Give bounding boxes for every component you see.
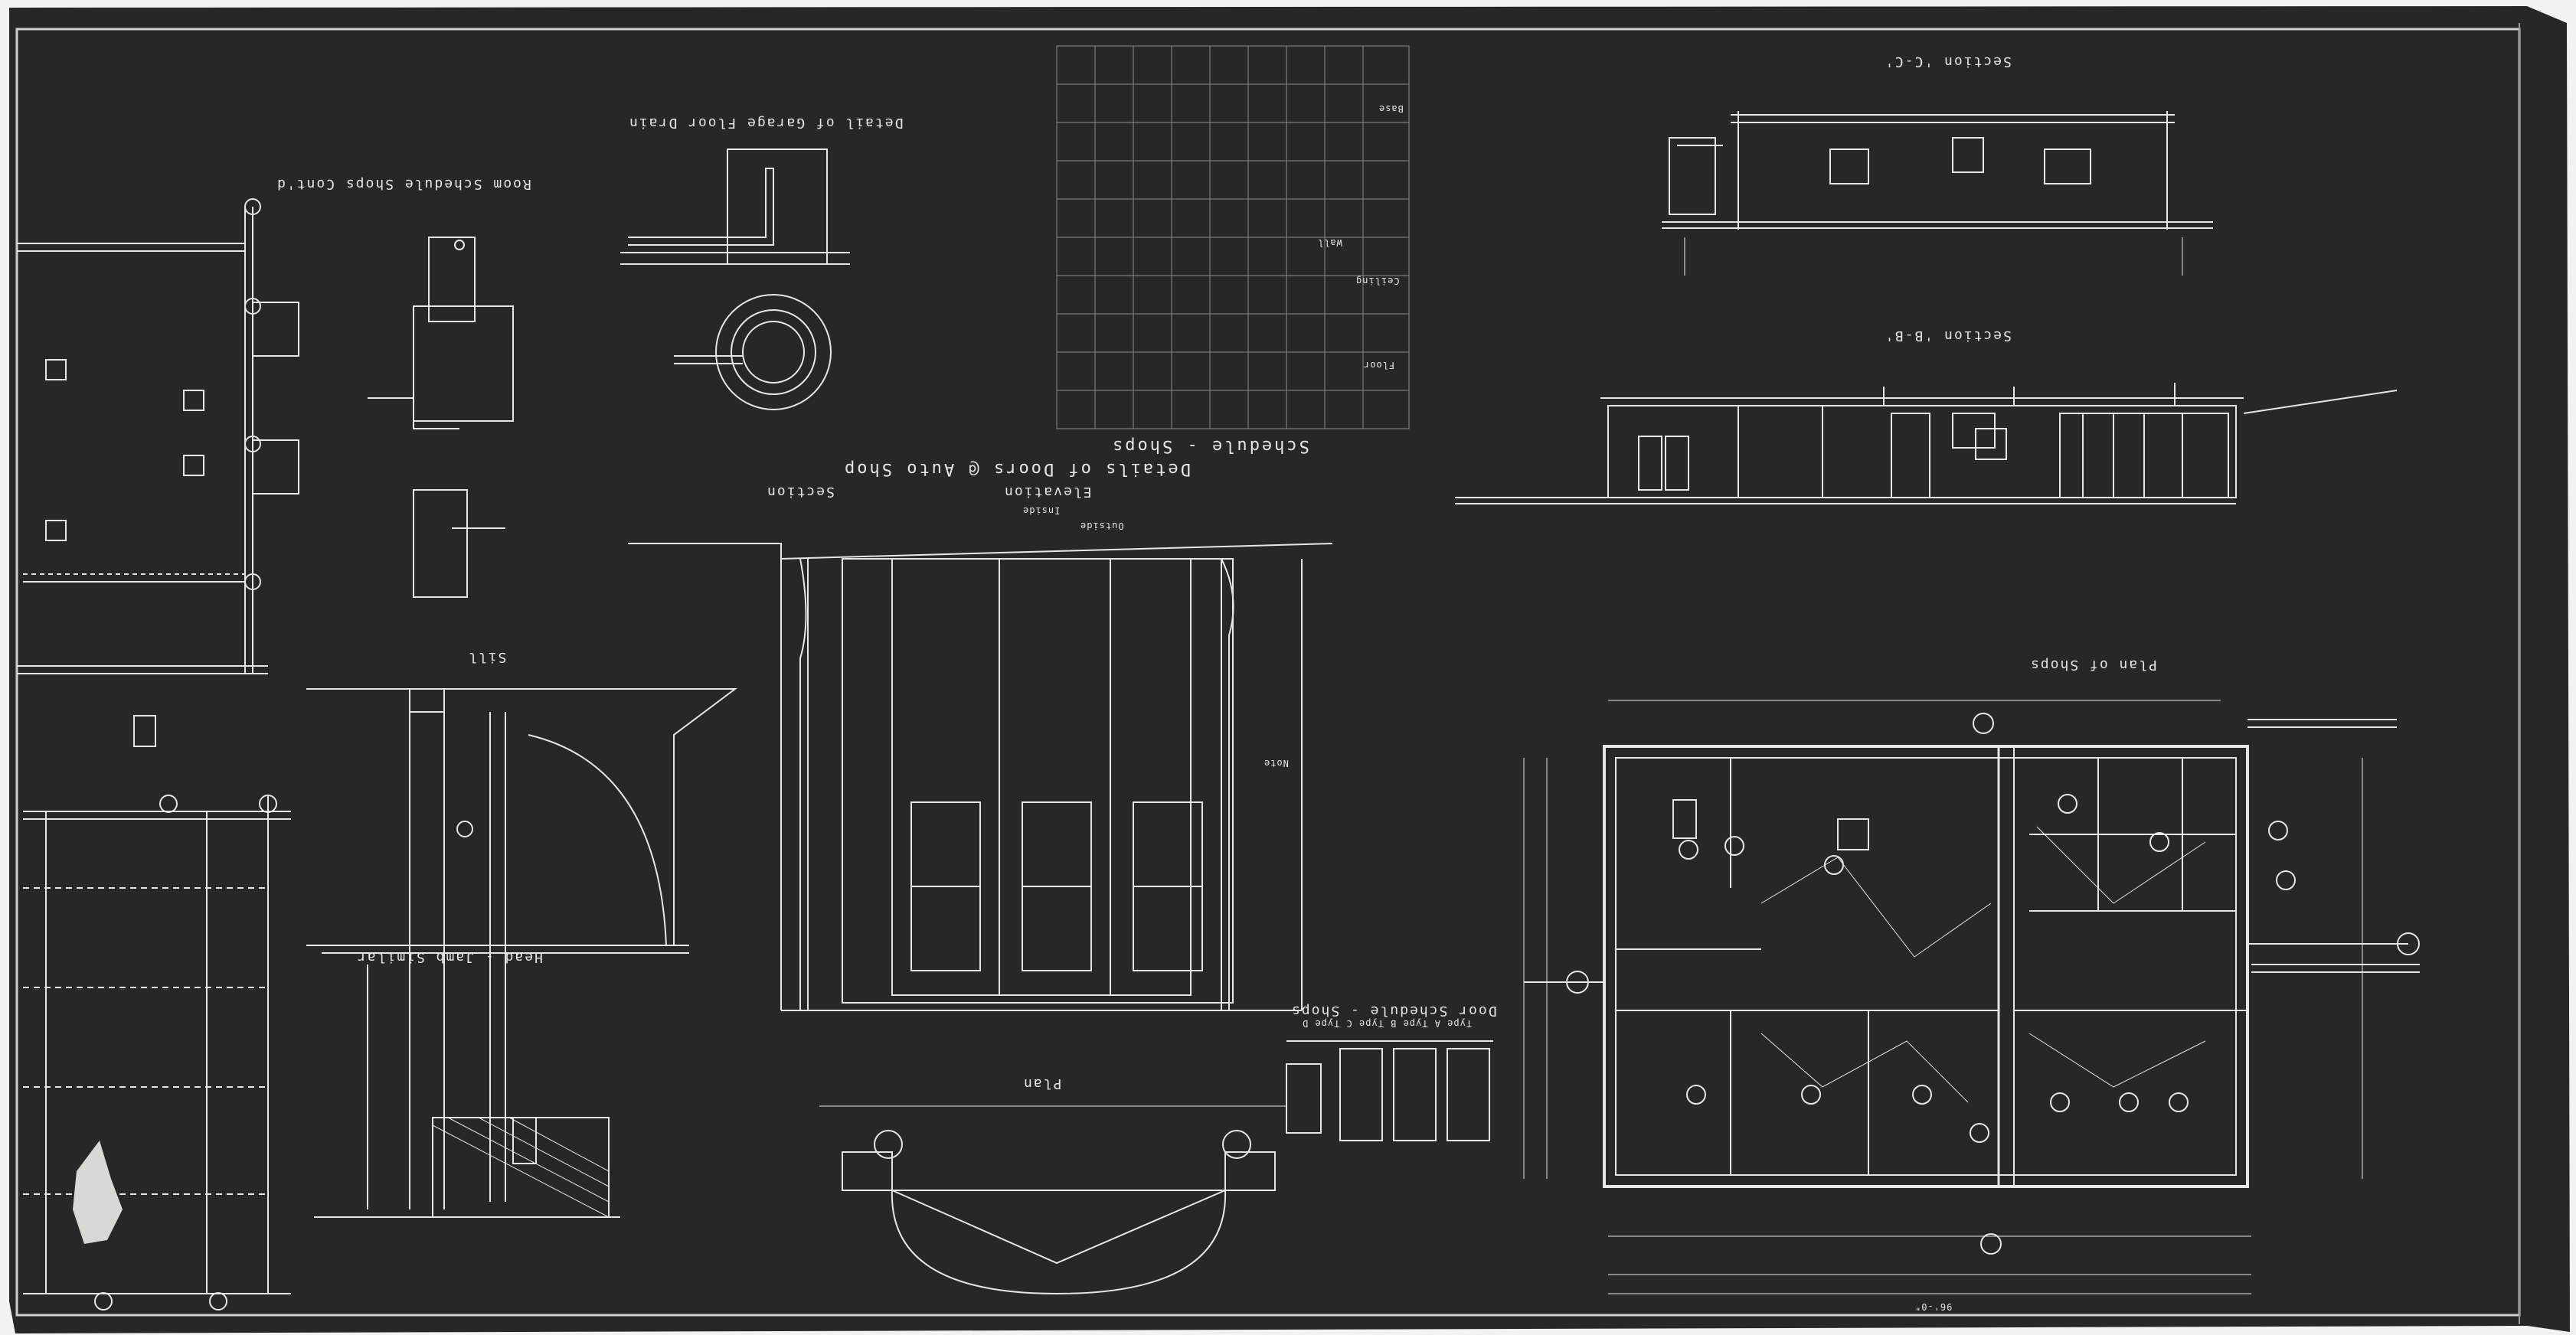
details-doors-title: Details of Doors @ Auto Shop	[842, 459, 1191, 478]
sill-head-jamb-detail	[306, 688, 737, 1218]
section-c-c	[1662, 111, 2213, 276]
schedule-shops-title: Schedule - Shops	[1110, 436, 1309, 455]
room-schedule-title: Room Schedule Shops Cont'd	[276, 176, 531, 192]
outside-label: Outside	[1080, 521, 1124, 531]
door-type-elevations	[1286, 1040, 1493, 1141]
auto-shop-door-elevation	[628, 543, 1333, 1011]
base-label: Base	[1378, 103, 1404, 114]
section-bb-title: Section 'B-B'	[1884, 328, 2012, 344]
section-b-b	[1455, 383, 2398, 504]
plan-of-shops	[1523, 700, 2420, 1294]
door-type-labels: Type A Type B Type C Type D	[1302, 1018, 1473, 1029]
elevation-label: Elevation	[1003, 484, 1092, 500]
note-label: Note	[1263, 758, 1289, 769]
door-schedule-title: Door Schedule - Shops	[1290, 1003, 1497, 1019]
floor-drain-title: Detail of Garage Floor Drain	[628, 115, 904, 131]
paper-damage	[73, 1141, 123, 1244]
overall-dimension: 96'-0"	[1914, 1301, 1953, 1312]
section-label: Section	[766, 484, 835, 500]
blueprint-field	[9, 6, 2570, 1333]
sill-title: Sill	[467, 649, 507, 665]
plan-of-shops-title: Plan of Shops	[2029, 657, 2157, 673]
wall-section-detail	[368, 237, 514, 598]
inside-label: Inside	[1022, 505, 1061, 516]
section-cc-title: Section 'C-C'	[1884, 54, 2012, 70]
ceiling-label: Ceiling	[1355, 276, 1400, 286]
door-plan	[819, 1105, 1286, 1294]
floor-label: Floor	[1363, 360, 1395, 370]
wall-label: Wall	[1317, 237, 1342, 248]
head-jamb-title: Head - Jamb Similar	[356, 949, 543, 965]
finish-schedule-grid	[1056, 45, 1410, 429]
room-schedule-area	[17, 198, 299, 1311]
floor-drain-detail	[620, 149, 850, 410]
plan-title: Plan	[1022, 1076, 1062, 1092]
